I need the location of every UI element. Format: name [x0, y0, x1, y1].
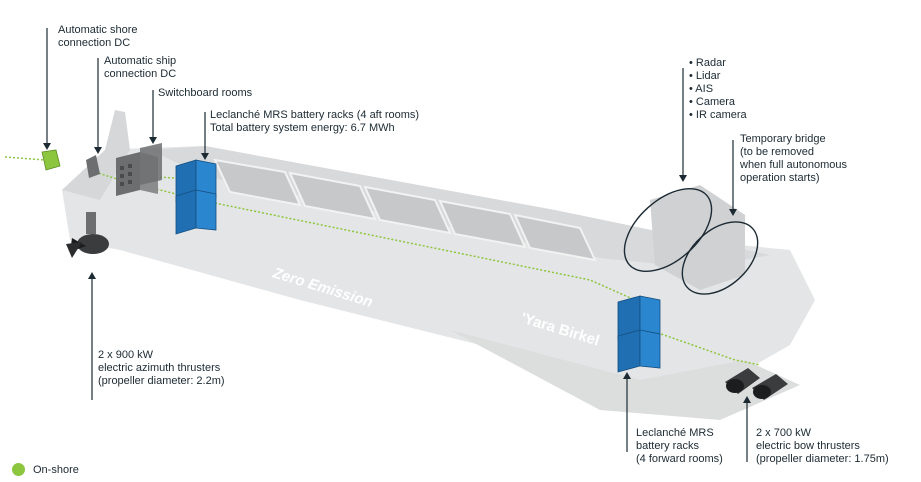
label-azimuth-thrusters: 2 x 900 kW electric azimuth thrusters (p…: [98, 349, 225, 387]
label-temporary-bridge: Temporary bridge (to be removed when ful…: [740, 133, 848, 184]
label-sensors: • Radar • Lidar • AIS • Camera • IR came…: [689, 57, 747, 121]
aft-battery-racks: [175, 159, 217, 235]
stern-structure: [62, 110, 130, 200]
shore-connector: [41, 149, 61, 171]
underwater-hull: [450, 330, 800, 420]
cargo-hatches: [213, 158, 597, 262]
ship-connector: [86, 155, 100, 178]
label-ship-connection: Automatic ship connection DC: [104, 55, 177, 80]
bow-structure: [650, 185, 745, 290]
leader-arrowheads: [43, 137, 751, 403]
label-bow-thrusters: 2 x 700 kW electric bow thrusters (prope…: [756, 427, 889, 465]
label-aft-battery: Leclanché MRS battery racks (4 aft rooms…: [210, 109, 420, 134]
forward-battery-racks: [617, 295, 661, 373]
leader-lines: [46, 28, 748, 462]
azimuth-thruster-icon: [66, 212, 109, 258]
legend-onshore-label: On-shore: [33, 464, 79, 476]
label-forward-battery: Leclanché MRS battery racks (4 forward r…: [636, 427, 723, 465]
label-switchboard-rooms: Switchboard rooms: [158, 87, 253, 99]
bridge-outline: [681, 221, 759, 295]
legend-onshore-dot: [12, 463, 25, 476]
switchboard-cabinets: [116, 143, 162, 196]
bow-thruster-icon: [725, 368, 788, 400]
label-shore-connection: Automatic shore connection DC: [58, 24, 138, 49]
